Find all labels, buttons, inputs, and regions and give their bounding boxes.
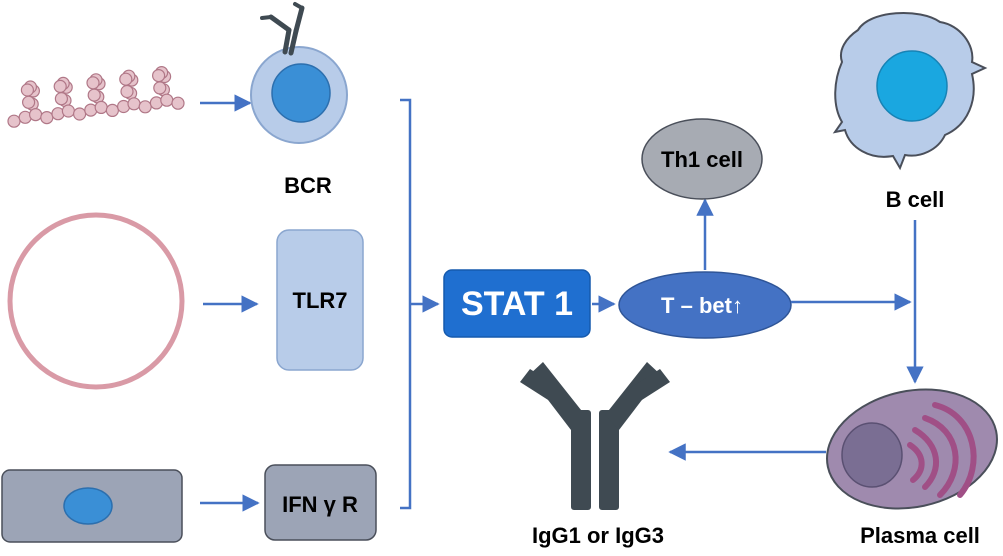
- plasma-cell-label: Plasma cell: [860, 523, 980, 548]
- antigen-bead: [119, 72, 133, 86]
- antigen-bead: [105, 103, 120, 118]
- antigen-bead: [94, 100, 108, 115]
- tlr7-box: [276, 229, 364, 371]
- ifngr-label: IFN γ R: [282, 492, 358, 517]
- antigen-bead: [28, 107, 43, 122]
- antigen-bead: [171, 96, 185, 110]
- plasma-cell: [826, 388, 998, 510]
- antigen-bead: [53, 79, 67, 94]
- antigen-bead: [20, 83, 34, 97]
- bcr-label: BCR: [284, 173, 332, 198]
- bcr-receptor-icon: [260, 2, 305, 56]
- convergence-bracket: [400, 98, 412, 510]
- antigen-bead: [120, 84, 134, 99]
- antigen-bead: [127, 97, 141, 111]
- tbet-label: T – bet↑: [661, 293, 743, 318]
- antigen-bead: [7, 114, 21, 128]
- tlr7-label: TLR7: [293, 288, 348, 313]
- antibody-icon: [520, 362, 670, 510]
- igg-label: IgG1 or IgG3: [532, 523, 664, 548]
- antigen-bead: [87, 88, 101, 102]
- antigen-bead: [153, 81, 167, 95]
- stat1-label: STAT 1: [461, 285, 573, 323]
- antigen-bead: [86, 76, 100, 90]
- stat1-box: [443, 269, 591, 338]
- antigen-bead: [160, 93, 174, 107]
- antigen-bead: [72, 107, 87, 121]
- antigen-bead: [22, 95, 36, 109]
- antigen-bead-chain: [7, 65, 185, 128]
- pink-ring: [7, 212, 185, 390]
- ifngr-box: [264, 464, 377, 541]
- antigen-bead: [152, 68, 166, 83]
- gray-cell-nucleus: [63, 487, 113, 525]
- antigen-bead: [138, 100, 152, 114]
- tbet-ellipse: [618, 271, 792, 339]
- b-cell-label: B cell: [886, 187, 945, 212]
- antigen-bead: [40, 110, 54, 125]
- bcr-cell: [250, 2, 348, 144]
- th1-label: Th1 cell: [661, 147, 743, 172]
- antigen-bead: [54, 92, 69, 106]
- antigen-bead: [61, 104, 76, 118]
- th1-ellipse: [641, 118, 763, 200]
- b-cell: [832, 12, 988, 171]
